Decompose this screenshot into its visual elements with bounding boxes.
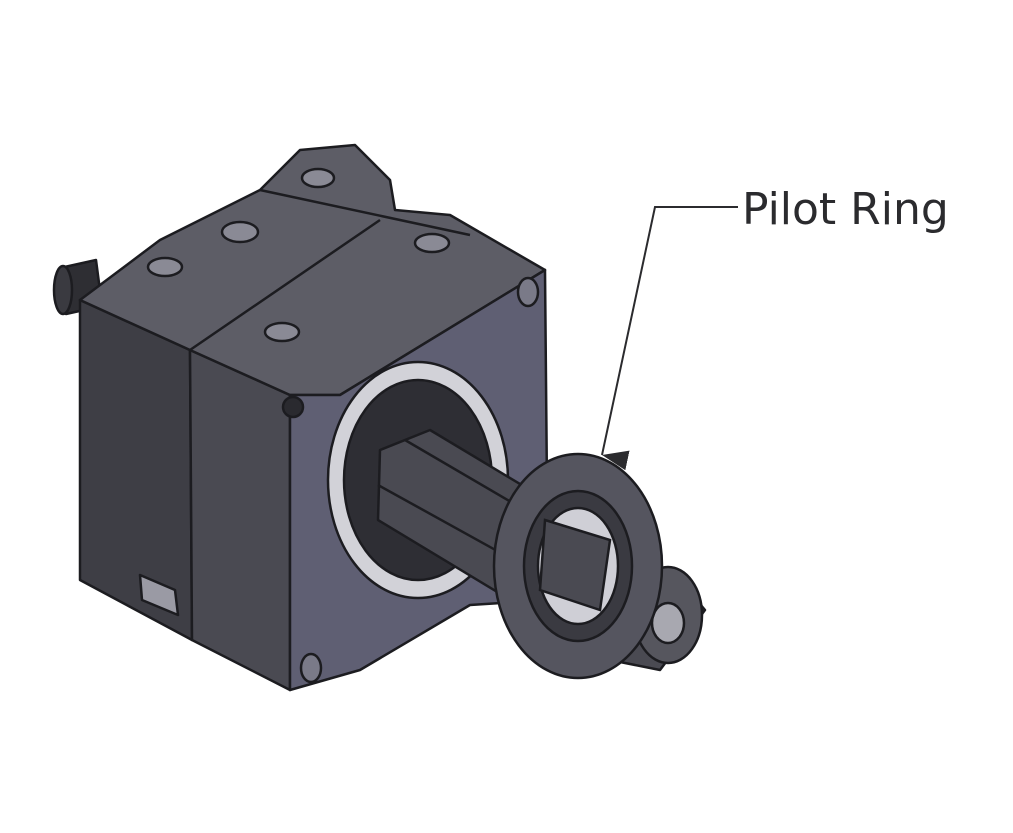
callout-pilot-ring: Pilot Ring [601,184,949,471]
top-divider [189,188,471,352]
mounting-hole [300,167,336,189]
callout-label: Pilot Ring [742,184,949,235]
flange-hole [299,652,323,684]
lower-slot [138,573,180,617]
mounting-hole [413,232,451,254]
leader-line [601,206,738,471]
housing-front-face [188,348,292,692]
mounting-hole [263,321,301,343]
side-screw [281,395,305,419]
bearing-housing [52,143,550,692]
mounting-hole [146,256,184,278]
mounting-hole [220,220,260,244]
flange-hole [516,276,540,308]
pilot-ring [492,452,664,680]
shaft-bore [650,601,686,645]
